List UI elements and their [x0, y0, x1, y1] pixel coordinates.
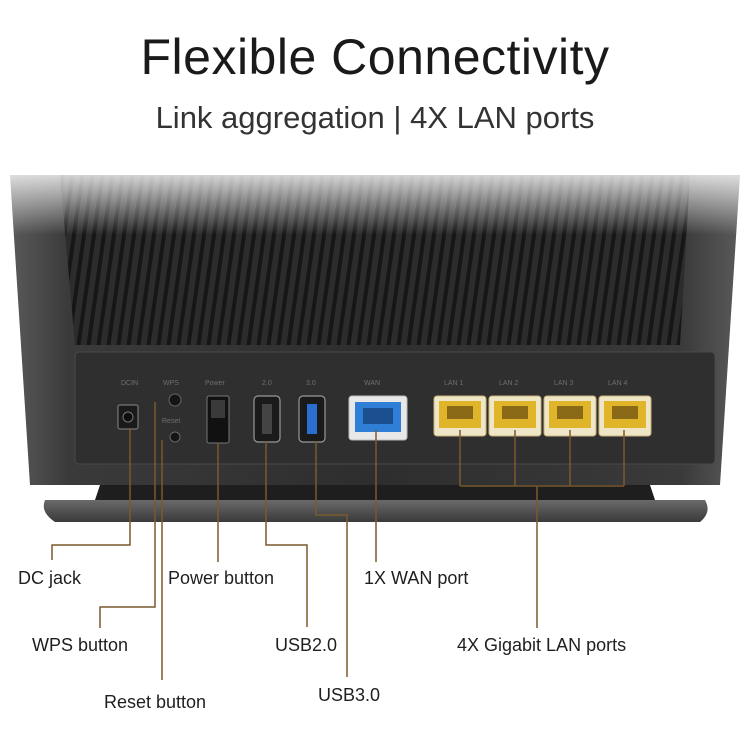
callout-wan-port: 1X WAN port: [364, 568, 469, 588]
lan-port-2: [488, 395, 542, 437]
panel-label-usb20: 2.0: [262, 380, 272, 387]
panel-label-wan: WAN: [364, 380, 380, 387]
leader-lines: [51, 402, 625, 680]
leader-usb2: [265, 441, 308, 627]
panel-label-lan3: LAN 3: [554, 380, 574, 387]
panel-label-power: Power: [205, 380, 226, 387]
lan-ports: [433, 395, 652, 437]
panel-labels: DCIN WPS Reset Power 2.0 3.0 WAN LAN 1 L…: [121, 380, 628, 425]
usb3-port: [298, 395, 326, 443]
page-subtitle: Link aggregation | 4X LAN ports: [155, 100, 595, 135]
panel-label-lan4: LAN 4: [608, 380, 628, 387]
panel-label-reset: Reset: [162, 418, 180, 425]
callout-usb3: USB3.0: [318, 685, 381, 705]
power-button: [206, 395, 230, 444]
router-body: [0, 160, 750, 522]
usb2-port: [253, 395, 281, 443]
panel-label-lan2: LAN 2: [499, 380, 519, 387]
callout-dc-jack: DC jack: [18, 568, 82, 588]
panel-label-lan1: LAN 1: [444, 380, 464, 387]
leader-usb3: [315, 441, 348, 677]
reset-button: [169, 431, 181, 443]
leader-dc-jack: [51, 428, 131, 560]
lan-port-3: [543, 395, 597, 437]
callout-reset-button: Reset button: [104, 692, 207, 712]
panel-label-usb30: 3.0: [306, 380, 316, 387]
callout-wps-button: WPS button: [32, 635, 129, 655]
callout-lan-ports: 4X Gigabit LAN ports: [457, 635, 627, 655]
lan-port-1: [433, 395, 487, 437]
wps-button: [168, 393, 182, 407]
callout-power-button: Power button: [168, 568, 275, 588]
leader-wps: [99, 402, 156, 628]
callout-usb2: USB2.0: [275, 635, 338, 655]
page-title: Flexible Connectivity: [140, 29, 610, 85]
dc-jack: [117, 404, 139, 430]
wan-port: [348, 395, 408, 441]
panel-label-wps: WPS: [163, 380, 179, 387]
lan-port-4: [598, 395, 652, 437]
panel-label-dcin: DCIN: [121, 380, 138, 387]
